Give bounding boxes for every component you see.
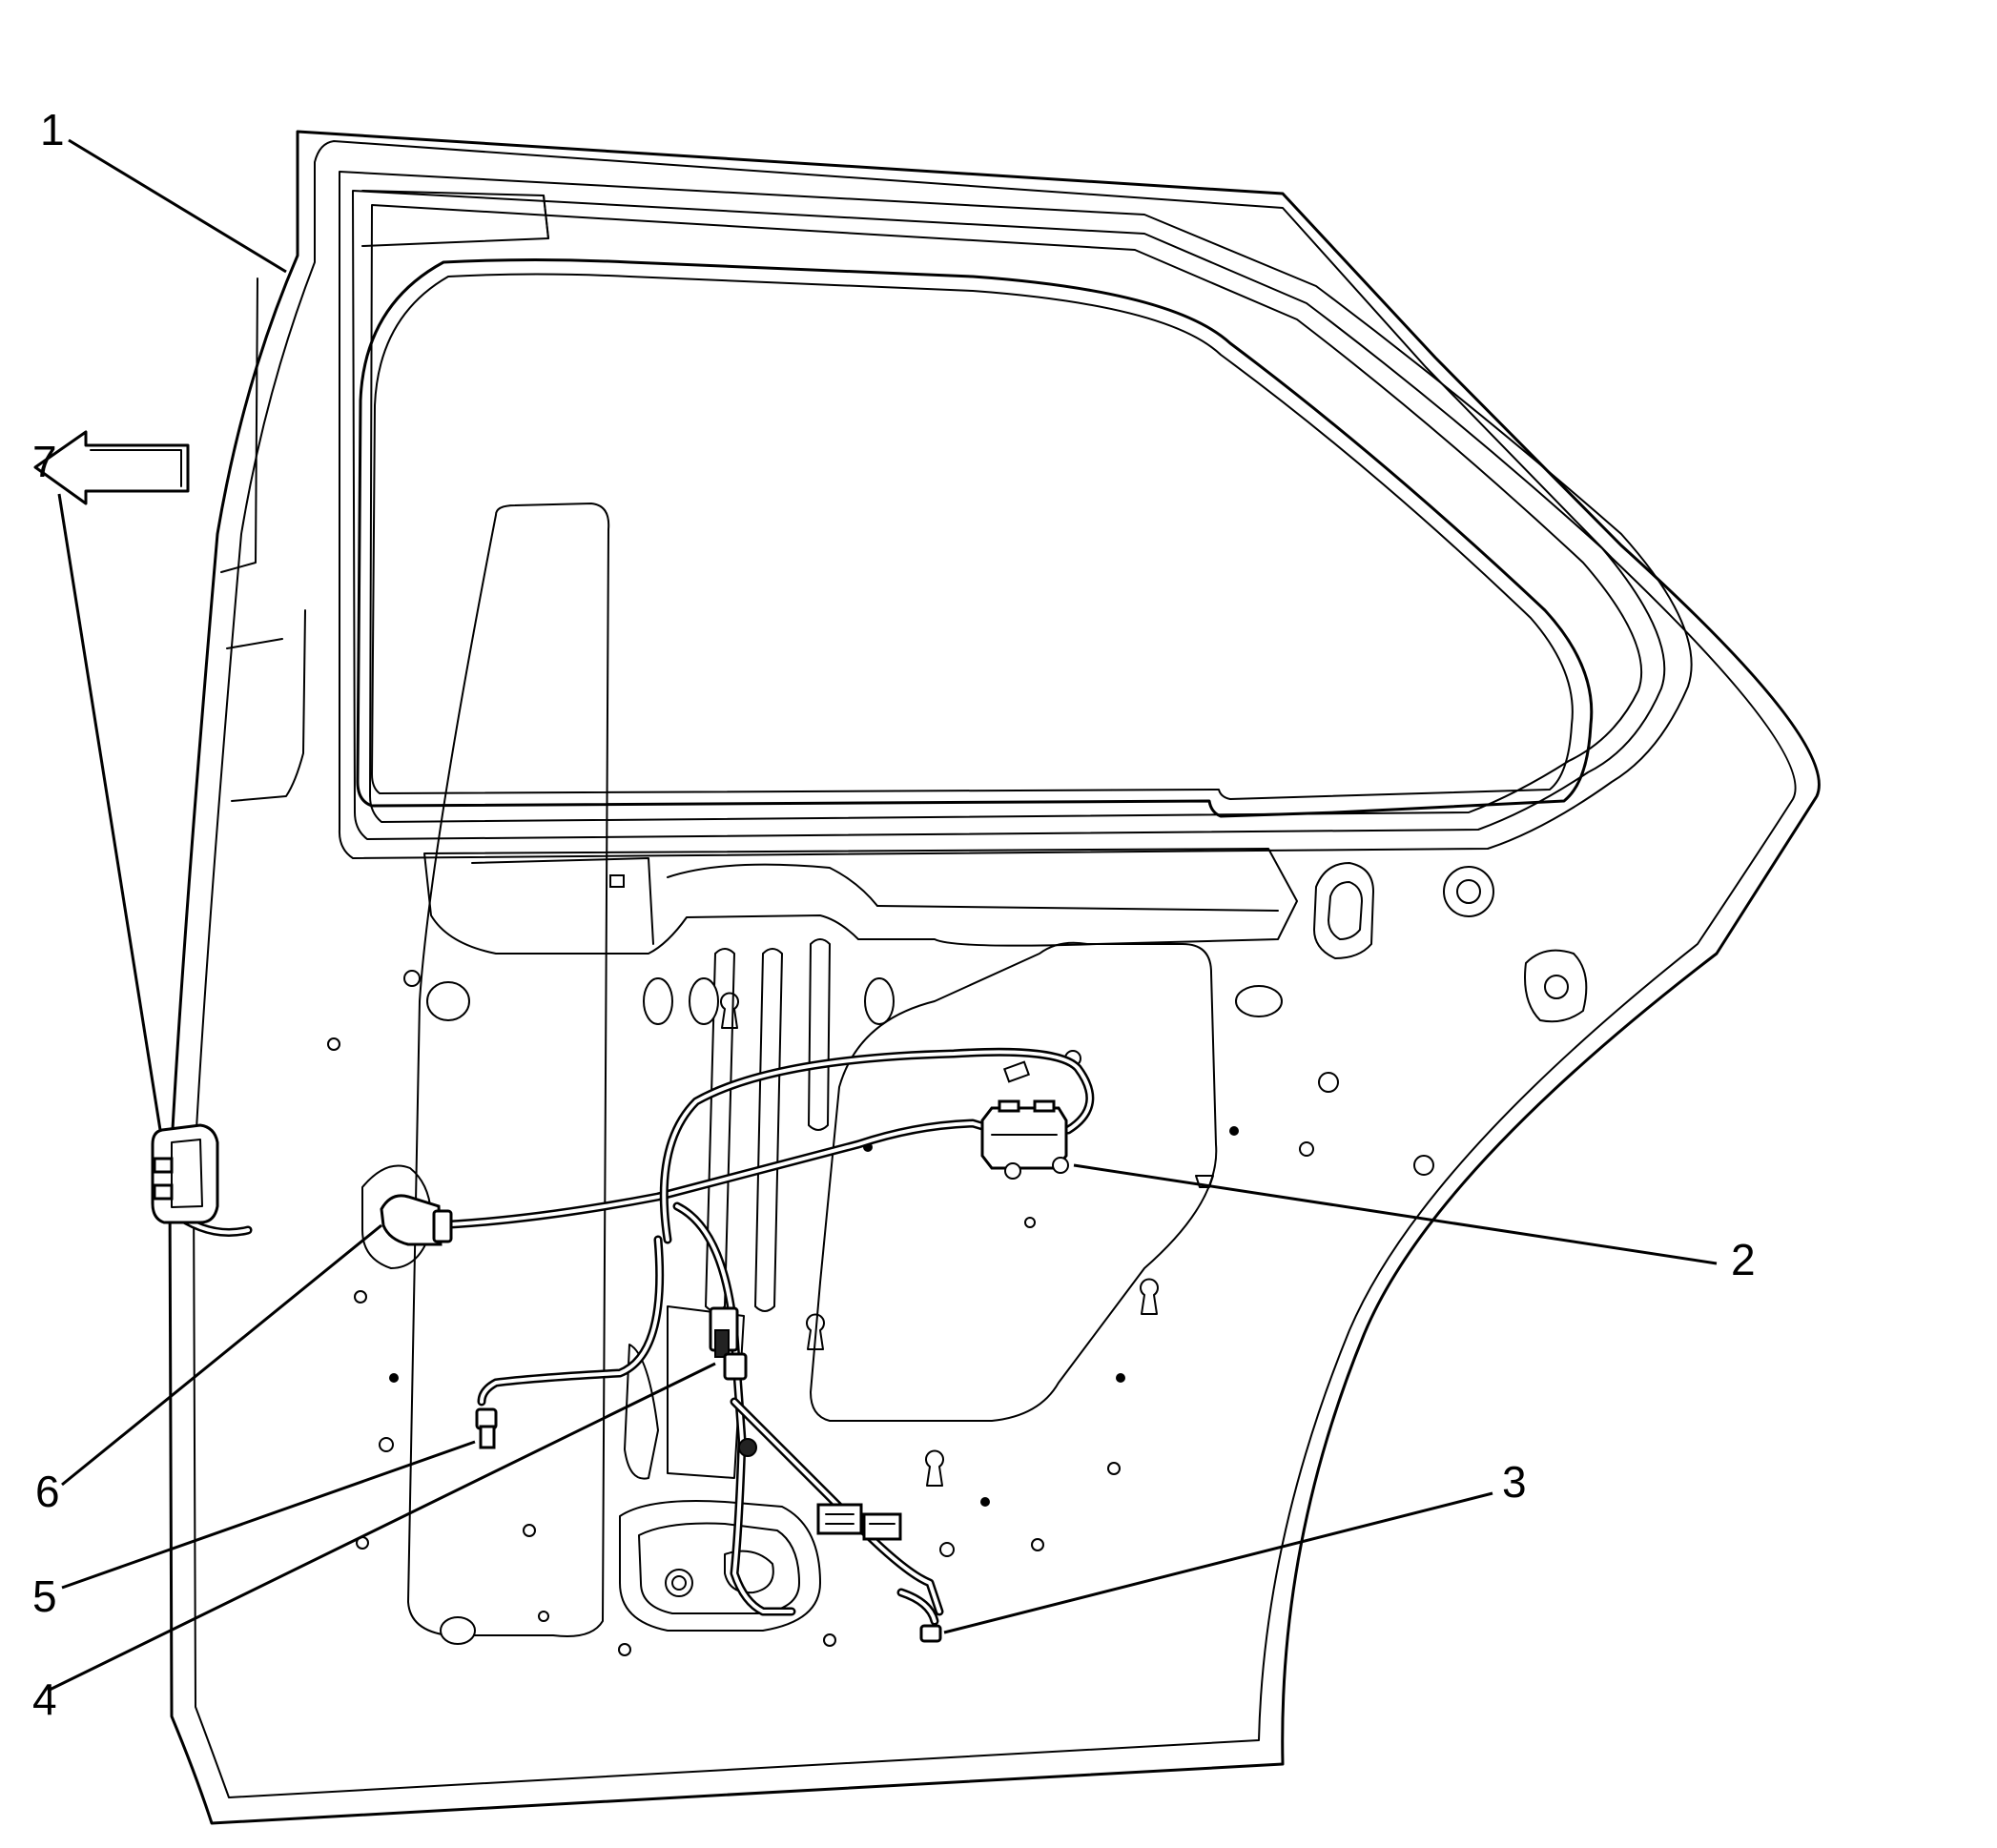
keyhole-slots xyxy=(720,992,1214,1487)
leader-6 xyxy=(61,1223,382,1487)
window-frame xyxy=(338,171,1693,859)
leader-4 xyxy=(47,1362,716,1693)
arrow-left-icon xyxy=(33,430,190,505)
callouts: 1 2 3 4 5 6 7 xyxy=(32,105,1756,1724)
lock-actuator xyxy=(980,1099,1069,1180)
leader-2 xyxy=(1073,1163,1718,1265)
leader-lines xyxy=(47,138,1718,1693)
hinge-reinforcements xyxy=(1313,862,1588,1023)
callout-4: 4 xyxy=(32,1674,57,1724)
leader-1 xyxy=(68,138,287,274)
inner-panel-cutouts xyxy=(407,503,1218,1637)
belt-rail xyxy=(423,848,1298,955)
grommet-connector xyxy=(361,1164,453,1269)
door-outer-panel xyxy=(168,130,1821,1825)
bottom-connector xyxy=(896,1588,942,1643)
leader-7 xyxy=(57,493,162,1131)
callout-3: 3 xyxy=(1502,1457,1527,1507)
mounting-holes xyxy=(327,874,1434,1656)
leader-5 xyxy=(61,1440,476,1590)
leader-3 xyxy=(943,1491,1493,1634)
latch-connectors xyxy=(738,1438,902,1541)
top-flange xyxy=(361,190,549,247)
callout-7: 7 xyxy=(32,437,57,486)
edge-connector xyxy=(151,1123,219,1224)
plug-connector xyxy=(475,1407,498,1449)
window-opening xyxy=(356,258,1594,818)
callout-5: 5 xyxy=(32,1571,57,1621)
callout-1: 1 xyxy=(40,105,65,154)
callout-2: 2 xyxy=(1731,1235,1756,1284)
inline-connector xyxy=(709,1306,748,1381)
wiring-harness xyxy=(167,1047,1095,1616)
callout-6: 6 xyxy=(35,1467,60,1516)
